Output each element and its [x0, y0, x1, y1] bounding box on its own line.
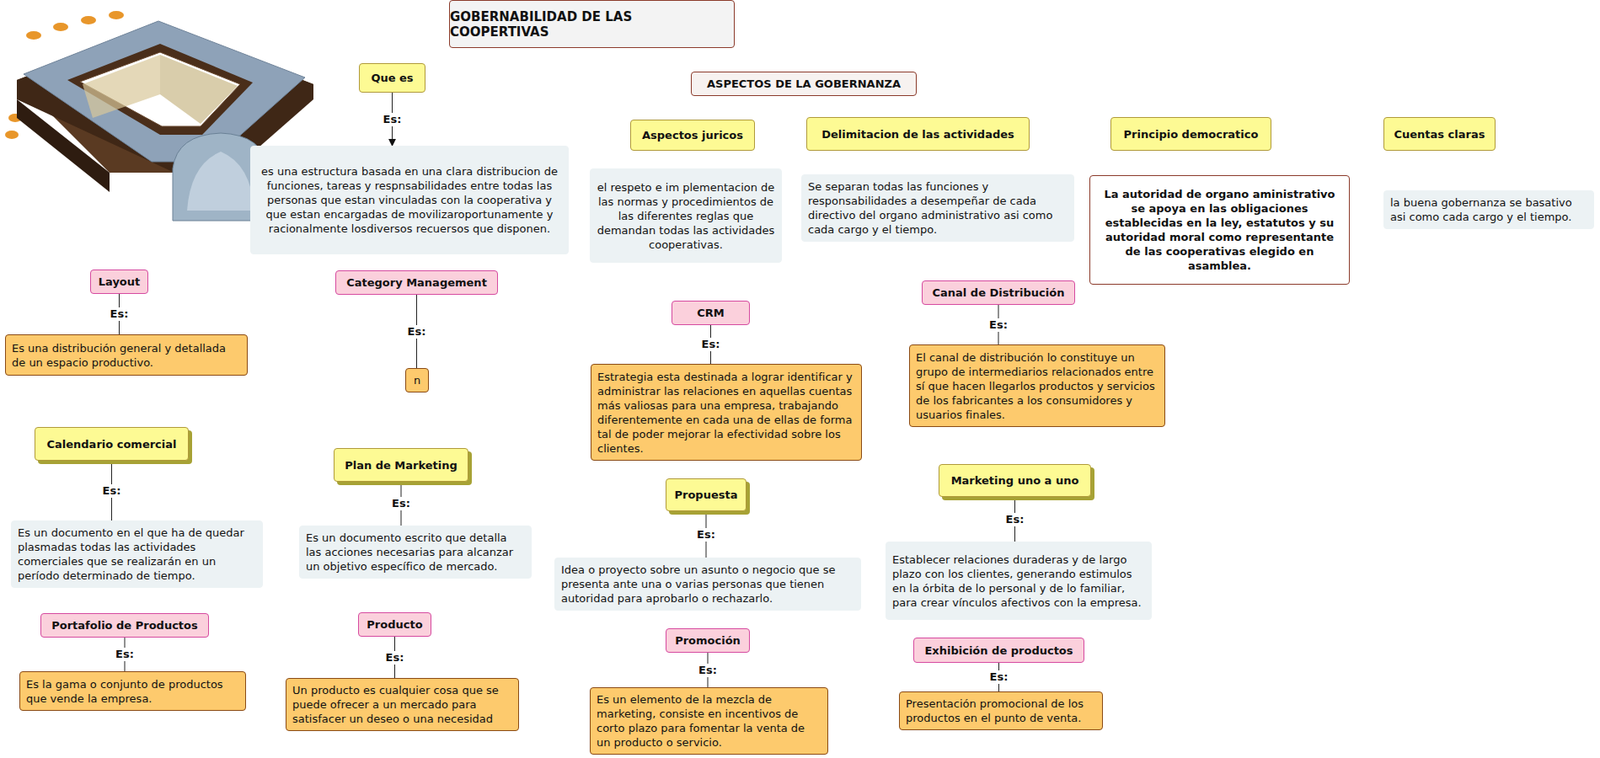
connector-label: Es: — [1004, 513, 1027, 527]
connector-label: Es: — [108, 307, 131, 322]
node-text: Un producto es cualquier cosa que se pue… — [292, 683, 513, 727]
node-text: ASPECTOS DE LA GOBERNANZA — [706, 76, 901, 91]
node-text: Presentación promocional de los producto… — [905, 696, 1097, 726]
concept-box: Category Management — [335, 270, 498, 295]
definition-box: Es un elemento de la mezcla de marketing… — [589, 687, 829, 755]
node-text: Es un elemento de la mezcla de marketing… — [596, 692, 822, 750]
concept-box: Plan de Marketing — [333, 448, 469, 482]
definition-box: Presentación promocional de los producto… — [898, 691, 1103, 731]
node-text: Principio democratico — [1123, 127, 1259, 142]
concept-box: Canal de Distribución — [921, 280, 1076, 306]
description-box: Se separan todas las funciones y respons… — [801, 174, 1075, 242]
node-text: Layout — [98, 274, 141, 289]
description-box: el respeto e im plementacion de las norm… — [589, 168, 782, 263]
concept-box: Exhibición de productos — [913, 637, 1085, 664]
definition-box: Un producto es cualquier cosa que se pue… — [285, 678, 520, 732]
connector-label: Es: — [696, 663, 719, 678]
node-text: Estrategia esta destinada a lograr ident… — [597, 369, 856, 456]
description-box: La autoridad de organo aministrativo se … — [1089, 175, 1350, 285]
connector-label: Es: — [987, 318, 1010, 332]
node-text: Category Management — [346, 275, 487, 290]
node-text: el respeto e im plementacion de las norm… — [596, 180, 776, 252]
node-text: Es un documento en el que ha de quedar p… — [17, 525, 257, 584]
concept-box: Calendario comercial — [34, 427, 189, 461]
connector-label: Es: — [700, 337, 723, 352]
definition-box: n — [405, 368, 429, 393]
concept-box: CRM — [671, 300, 750, 326]
node-text: Cuentas claras — [1394, 127, 1486, 142]
description-box: Idea o proyecto sobre un asunto o negoci… — [554, 557, 862, 611]
connector-label: Es: — [101, 484, 124, 498]
node-text: El canal de distribución lo constituye u… — [915, 350, 1159, 423]
node-text: Producto — [366, 617, 423, 632]
node-text: Promoción — [674, 633, 741, 648]
definition-box: Es la gama o conjunto de productos que v… — [19, 671, 247, 712]
node-text: Idea o proyecto sobre un asunto o negoci… — [561, 562, 855, 606]
connector-label: Es: — [113, 647, 136, 662]
node-text: es una estructura basada en una clara di… — [256, 164, 562, 236]
concept-box: Marketing uno a uno — [938, 464, 1092, 498]
connector-label: Es: — [406, 325, 429, 339]
concept-box: Portafolio de Productos — [40, 613, 209, 638]
node-text: Plan de Marketing — [344, 458, 458, 473]
node-text: Delimitacion de las actividades — [821, 127, 1015, 142]
node-text: Se separan todas las funciones y respons… — [808, 179, 1068, 237]
definition-box: Es una distribución general y detallada … — [5, 334, 248, 376]
node-text: Calendario comercial — [46, 437, 177, 452]
definition-box: El canal de distribución lo constituye u… — [909, 344, 1166, 428]
description-box: Es un documento en el que ha de quedar p… — [10, 520, 263, 589]
connector-label: Es: — [384, 651, 407, 665]
node-text: Canal de Distribución — [932, 285, 1065, 300]
node-text: Es la gama o conjunto de productos que v… — [26, 677, 240, 707]
concept-box: Delimitacion de las actividades — [806, 117, 1030, 151]
concept-box: Propuesta — [665, 478, 747, 512]
node-text: Es una distribución general y detallada … — [11, 341, 241, 370]
node-text: Portafolio de Productos — [51, 618, 198, 633]
connector-label: Es: — [695, 528, 718, 542]
node-text: La autoridad de organo aministrativo se … — [1096, 187, 1344, 273]
concept-box: Aspectos juricos — [630, 119, 755, 151]
node-text: CRM — [696, 305, 725, 321]
description-box: la buena gobernanza se basativo asi como… — [1383, 190, 1595, 230]
node-text: Exhibición de productos — [924, 643, 1073, 659]
node-text: n — [413, 373, 421, 388]
connector-label: Es: — [381, 112, 404, 127]
node-text: Marketing uno a uno — [951, 473, 1080, 488]
connector-label: Es: — [988, 670, 1011, 685]
node-text: Propuesta — [674, 487, 739, 503]
connector-label: Es: — [390, 497, 413, 511]
concept-box: Cuentas claras — [1383, 117, 1496, 151]
diagram-title: GOBERNABILIDAD DE LAS COOPERTIVAS — [449, 0, 735, 49]
description-box: Establecer relaciones duraderas y de lar… — [885, 541, 1152, 621]
concept-box: Que es — [358, 63, 426, 93]
node-text: Que es — [370, 70, 413, 86]
concept-box: Principio democratico — [1110, 117, 1272, 151]
description-box: Es un documento escrito que detalla las … — [299, 525, 532, 579]
node-text: la buena gobernanza se basativo asi como… — [1390, 195, 1588, 225]
description-box: es una estructura basada en una clara di… — [250, 145, 569, 255]
node-text: Es un documento escrito que detalla las … — [305, 530, 525, 574]
concept-box: Promoción — [665, 628, 750, 653]
node-text: Aspectos juricos — [642, 128, 744, 143]
node-text: Establecer relaciones duraderas y de lar… — [892, 552, 1146, 611]
concept-box: Layout — [90, 269, 149, 295]
definition-box: Estrategia esta destinada a lograr ident… — [590, 363, 862, 461]
section-heading: ASPECTOS DE LA GOBERNANZA — [690, 71, 917, 97]
concept-box: Producto — [358, 612, 432, 637]
